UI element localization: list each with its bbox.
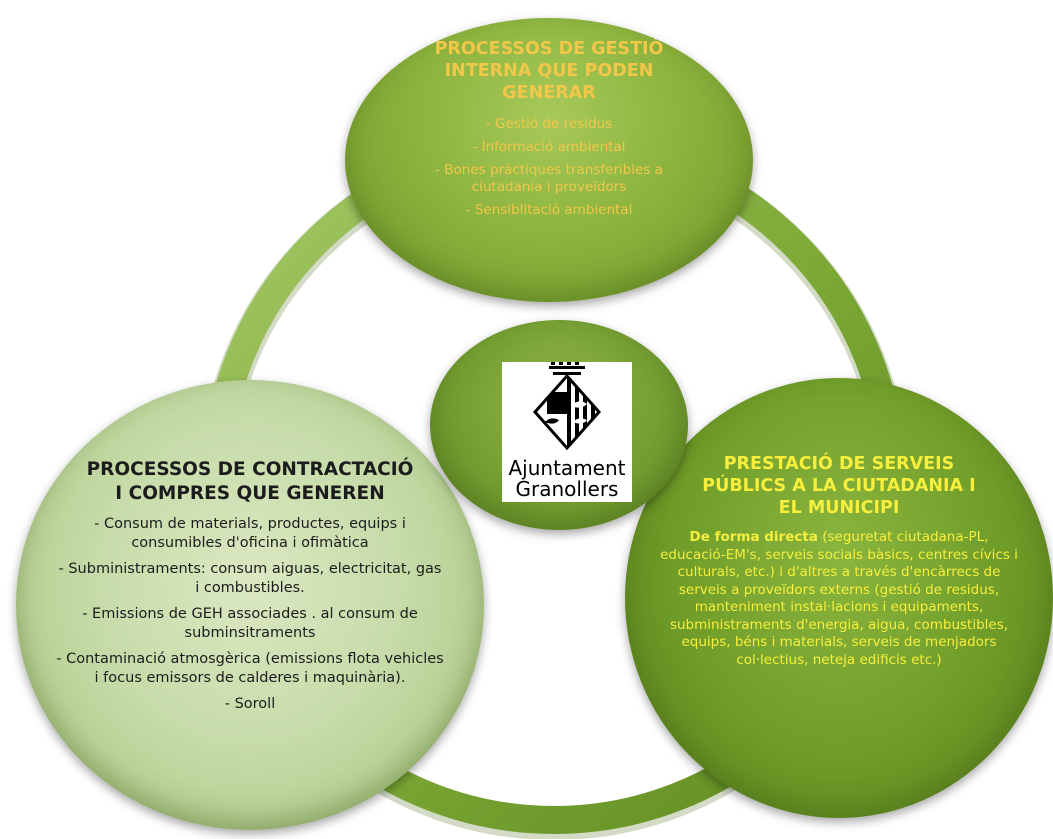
public-services-circle: PRESTACIÓ DE SERVEIS PÚBLICS A LA CIUTAD… (625, 378, 1053, 818)
title-line: I COMPRES QUE GENEREN (115, 483, 385, 504)
title-line: PROCESSOS DE GESTIÓ (434, 39, 664, 59)
list-item: - Informació ambiental (472, 139, 626, 155)
title-line: PROCESSOS DE CONTRACTACIÓ (86, 459, 414, 480)
coat-of-arms-icon (532, 362, 602, 451)
list-item: - Emissions de GEH associades . al consu… (82, 606, 418, 641)
internal-management-circle: PROCESSOS DE GESTIÓ INTERNA QUE PODEN GE… (345, 18, 753, 302)
title-line: EL MUNICIPI (778, 498, 900, 518)
list-item: - Contaminació atmosgèrica (emissions fl… (56, 651, 444, 686)
list-item: - Soroll (224, 696, 276, 712)
list-item: - Consum de materials, productes, equips… (94, 516, 406, 551)
logo-text-line1: Ajuntament (508, 456, 626, 480)
list-item: - Subministraments: consum aiguas, elect… (58, 561, 442, 596)
title-line: PÚBLICS A LA CIUTADANIA I (702, 476, 976, 496)
description-bold: De forma directa (689, 529, 818, 545)
logo-text-line2: Granollers (515, 477, 619, 501)
internal-management-title: PROCESSOS DE GESTIÓ INTERNA QUE PODEN GE… (435, 38, 664, 104)
procurement-circle: PROCESSOS DE CONTRACTACIÓ I COMPRES QUE … (16, 380, 484, 830)
ajuntament-granollers-logo: Ajuntament Granollers (502, 362, 632, 502)
procurement-title: PROCESSOS DE CONTRACTACIÓ I COMPRES QUE … (87, 458, 414, 506)
title-line: INTERNA QUE PODEN (444, 61, 654, 81)
public-services-title: PRESTACIÓ DE SERVEIS PÚBLICS A LA CIUTAD… (702, 453, 975, 519)
list-item: - Bones pràctiques transferibles a ciuta… (435, 162, 663, 195)
description-text: (seguretat ciutadana-PL, educació-EM's, … (660, 529, 1018, 668)
public-services-description: De forma directa (seguretat ciutadana-PL… (653, 529, 1025, 669)
title-line: PRESTACIÓ DE SERVEIS (723, 454, 955, 474)
list-item: - Gestió de residus (485, 116, 613, 132)
list-item: - Sensiblitació ambiental (465, 202, 633, 218)
title-line: GENERAR (502, 83, 596, 103)
